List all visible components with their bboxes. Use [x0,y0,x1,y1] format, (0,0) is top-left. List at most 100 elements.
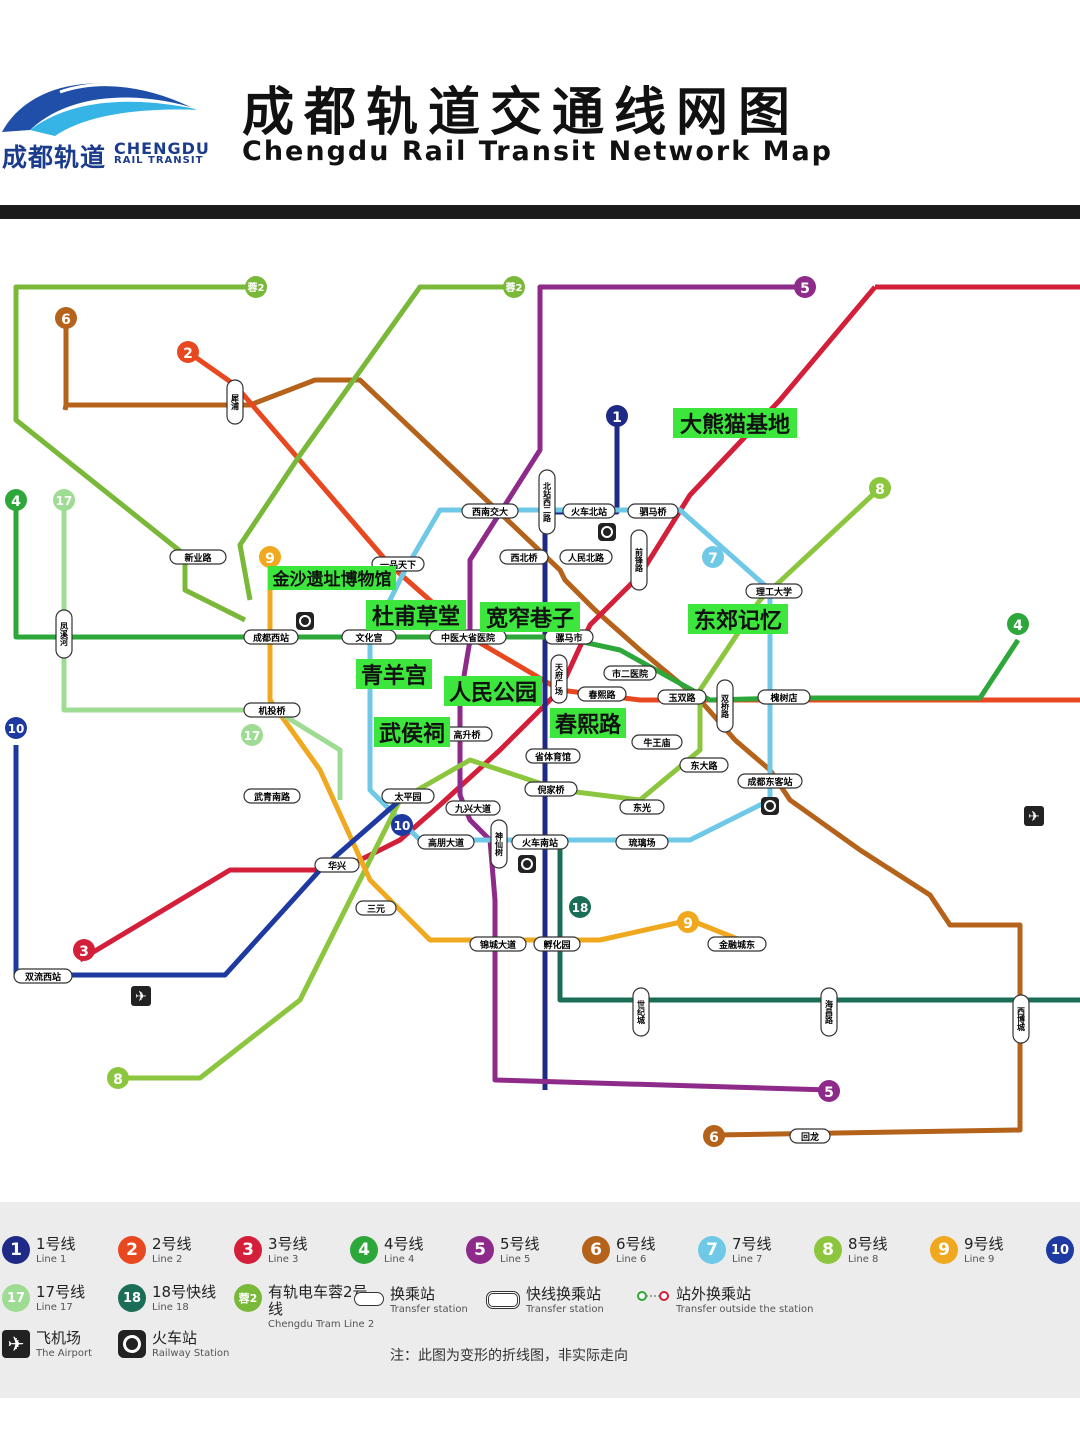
outside-transfer-icon [637,1291,669,1301]
transfer-station[interactable]: 孵化园 [533,936,581,952]
svg-text:孵化园: 孵化园 [543,939,570,951]
transfer-station[interactable]: 玉双路 [657,689,707,705]
svg-text:人民公园: 人民公园 [449,681,537,706]
transfer-station[interactable]: 双桥路 [716,679,734,733]
transfer-station[interactable]: 西北桥 [499,549,549,565]
legend-label-en: Line 6 [616,1254,647,1265]
transfer-station[interactable]: 驷马桥 [627,503,679,519]
transfer-station[interactable]: 三元 [355,900,397,916]
transfer-station[interactable]: 省体育馆 [525,748,581,764]
line-4-path [13,500,1021,703]
transfer-station[interactable]: 市二医院 [603,665,657,681]
transfer-station[interactable]: 双流西站 [13,968,73,984]
line-badge: 蓉2 [245,276,267,298]
landmark-highlight: 人民公园 [444,676,542,706]
svg-text:犀浦: 犀浦 [231,394,240,411]
chengdu-rail-logo-icon [2,83,201,136]
transfer-station[interactable]: 机投桥 [243,702,301,718]
transfer-station[interactable]: 回龙 [789,1128,831,1144]
transfer-station[interactable]: 火车北站 [562,503,616,519]
transfer-station[interactable]: 骡马市 [544,629,594,645]
legend-label-en: The Airport [36,1348,93,1359]
svg-text:九兴大道: 九兴大道 [454,803,491,815]
transfer-station[interactable]: 人民北路 [559,549,613,565]
transfer-station[interactable]: 高升桥 [441,726,493,742]
transfer-station[interactable]: 犀浦 [226,379,244,425]
transfer-station[interactable]: 成都东客站 [737,773,803,789]
svg-text:东郊记忆: 东郊记忆 [694,608,782,634]
transfer-station[interactable]: 牛王庙 [631,734,683,750]
transfer-station[interactable]: 太平园 [381,788,435,804]
transfer-station[interactable]: 倪家桥 [524,781,578,797]
transfer-station[interactable]: 琉璃场 [615,834,669,850]
svg-text:双桥路: 双桥路 [720,694,730,719]
transfer-station[interactable]: 金融城东 [707,936,767,952]
legend-label-en: Line 2 [152,1254,183,1265]
line-badge: 4 [5,489,27,511]
transfer-station[interactable]: 槐树店 [757,689,811,705]
landmark-highlight: 金沙遗址博物馆 [268,566,396,590]
svg-text:西南交大: 西南交大 [472,506,508,518]
logo-text-en-sub: RAIL TRANSIT [114,155,204,166]
svg-text:17: 17 [56,494,73,508]
transfer-station[interactable]: 海昌路 [820,987,838,1037]
transfer-station[interactable]: 华兴 [314,857,360,873]
svg-text:玉双路: 玉双路 [668,692,696,704]
transfer-station[interactable]: 世纪城 [632,987,650,1037]
transfer-station[interactable]: 天府广场 [550,654,568,704]
svg-text:10: 10 [394,819,411,833]
transfer-station[interactable]: 凤溪河 [55,609,73,659]
legend-label: 有轨电车蓉2号线 [268,1283,368,1318]
svg-text:5: 5 [800,281,810,297]
svg-text:2: 2 [183,346,193,362]
svg-text:春熙路: 春熙路 [587,689,616,701]
transfer-station[interactable]: 武青南路 [243,788,301,804]
legend-label: 9号线 [964,1235,1004,1253]
landmark-highlight: 东郊记忆 [688,604,788,634]
legend-label: 站外换乘站 [676,1285,752,1303]
transfer-station[interactable]: 高朋大道 [417,834,475,850]
legend-label-en: Line 8 [848,1254,879,1265]
railway-station-icon [761,797,779,815]
legend-label-en: Line 1 [36,1254,67,1265]
airport-icon: ✈ [131,986,151,1006]
transfer-station[interactable]: 文化宫 [341,629,397,645]
transfer-station[interactable]: 前锋路 [630,529,648,591]
transfer-station[interactable]: 九兴大道 [445,800,501,816]
railway-station-icon [598,523,616,541]
legend-label: 6号线 [616,1235,656,1253]
svg-text:华兴: 华兴 [328,860,346,872]
transfer-station[interactable]: 锦城大道 [469,936,527,952]
legend-label: 4号线 [384,1235,424,1253]
svg-text:8: 8 [113,1072,123,1088]
transfer-station[interactable]: 火车南站 [511,834,569,850]
transfer-station[interactable]: 春熙路 [577,686,627,702]
svg-text:倪家桥: 倪家桥 [537,784,565,796]
transfer-station[interactable]: 北站西二路 [538,469,556,535]
line-badge: 9 [259,546,281,568]
transfer-station[interactable]: 新业路 [169,549,227,565]
svg-text:高朋大道: 高朋大道 [428,837,464,849]
transfer-station[interactable]: 西博城 [1012,994,1030,1044]
legend-label-en: Transfer station [390,1304,468,1315]
transfer-station[interactable]: 东大路 [679,757,729,773]
transfer-station[interactable]: 中医大省医院 [429,629,507,645]
transfer-station[interactable]: 理工大学 [745,583,803,599]
line-8-badge: 8 [814,1236,842,1264]
airport-icon: ✈ [2,1330,30,1358]
svg-text:海昌路: 海昌路 [824,999,834,1025]
line-3-badge: 3 [234,1236,262,1264]
transit-map: 6 2 1 5 4 17 9 7 8 4 10 17 10 3 18 9 8 5… [0,219,1080,1202]
transfer-station[interactable]: 东光 [619,799,665,815]
transfer-station[interactable]: 成都西站 [243,629,299,645]
transfer-station[interactable]: 神仙树 [490,819,508,869]
svg-text:宽窄巷子: 宽窄巷子 [486,606,574,632]
svg-text:4: 4 [11,494,21,510]
transfer-station[interactable]: 西南交大 [461,503,519,519]
